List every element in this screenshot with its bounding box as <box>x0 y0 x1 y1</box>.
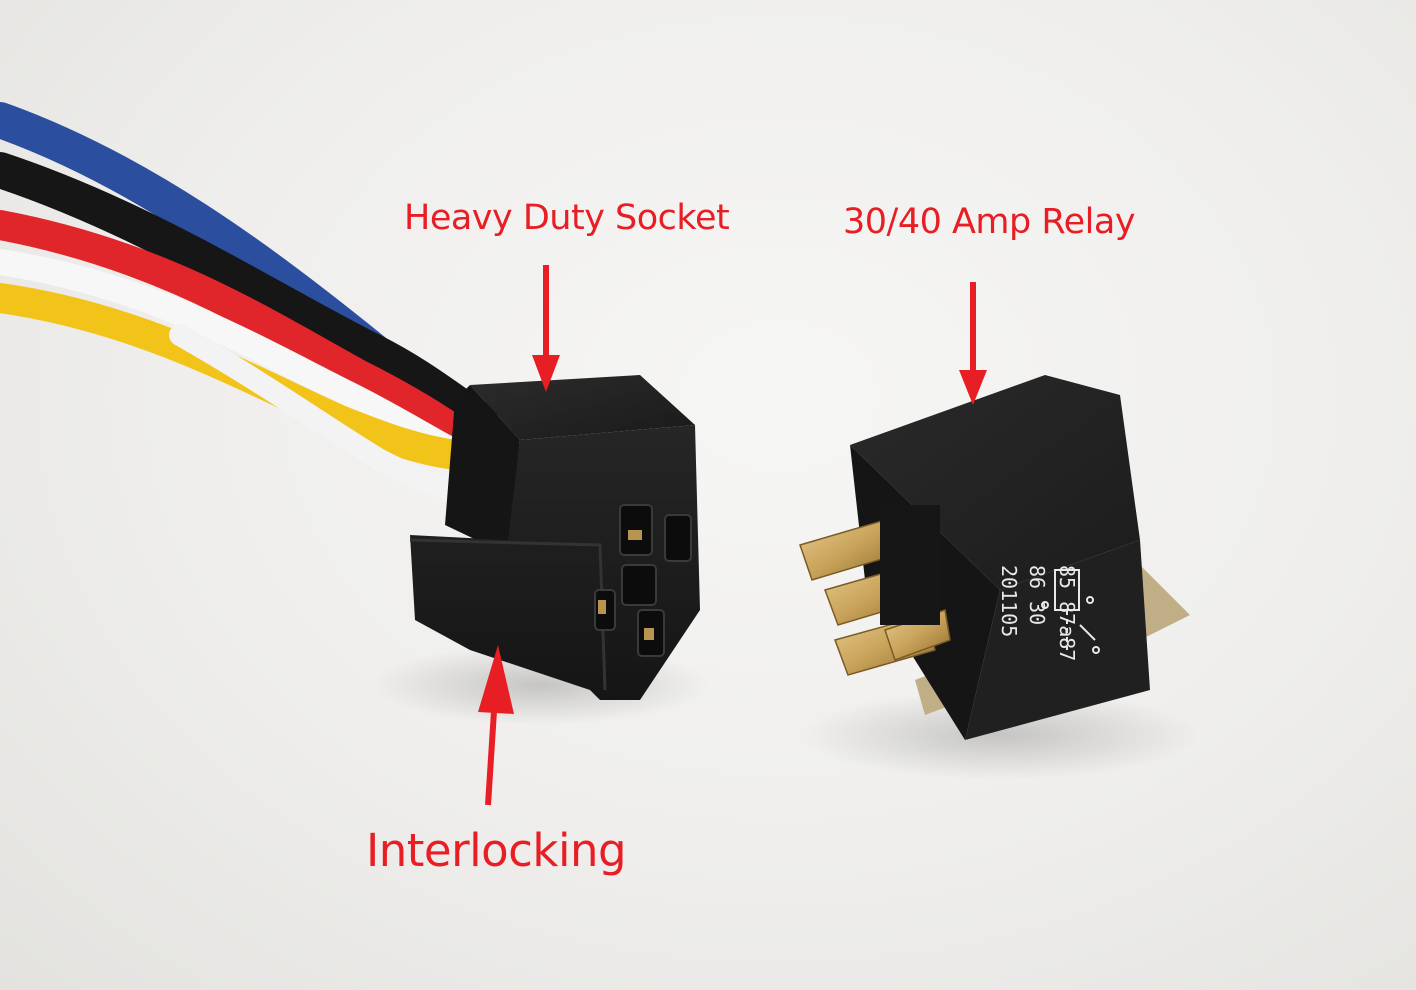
wire-harness <box>0 102 498 501</box>
relay-marking-line2: 86 30 <box>1025 565 1049 625</box>
socket-interlock-ridge <box>409 538 607 691</box>
relay-marking-line3: 201105 <box>997 565 1021 637</box>
socket-arrow-head <box>532 355 560 392</box>
socket-front-face <box>410 425 700 700</box>
interlocking-label: Interlocking <box>366 824 627 877</box>
socket-terminal-pin-3 <box>644 628 654 640</box>
socket-terminal-slot-3 <box>621 564 657 606</box>
annotation-arrows <box>478 265 987 806</box>
socket-top-face <box>470 375 695 440</box>
wire-red <box>0 210 485 455</box>
relay-front-face <box>965 540 1150 740</box>
relay-top-face <box>850 375 1140 590</box>
relay-shadow <box>800 690 1200 780</box>
relay-arrow-head <box>959 370 987 405</box>
socket-terminal-slot-2 <box>664 514 692 562</box>
relay-terminal-base <box>880 505 940 625</box>
socket-label: Heavy Duty Socket <box>404 198 730 238</box>
socket-side-face <box>445 385 520 555</box>
relay-label: 30/40 Amp Relay <box>843 202 1136 242</box>
socket <box>409 375 700 700</box>
wire-black <box>0 152 498 438</box>
interlock-arrow-head <box>478 645 514 714</box>
wire-white-2 <box>169 324 466 501</box>
relay-schematic-symbol <box>1041 569 1100 654</box>
socket-terminal-pin-2 <box>598 600 606 614</box>
relay: 85 87a87 86 30 201105 <box>799 375 1190 740</box>
socket-terminal-pin-1 <box>628 530 642 540</box>
